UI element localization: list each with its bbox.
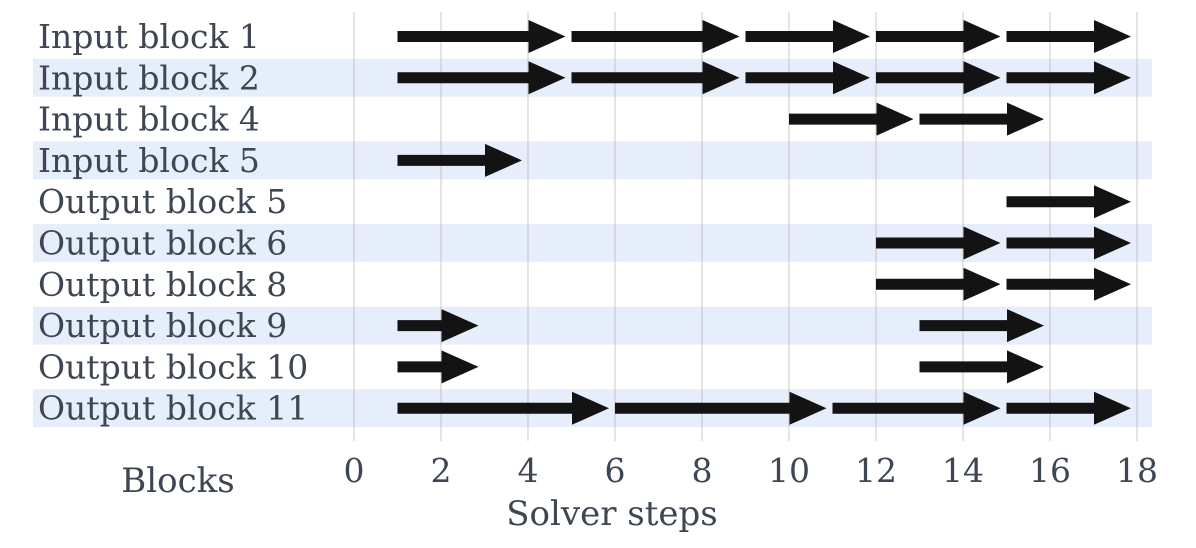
x-tick-label: 16 [1029,451,1071,490]
task-arrow [876,61,1001,95]
task-arrow [876,267,1001,301]
task-arrow [397,309,479,343]
task-arrow [571,61,740,95]
x-tick-label: 10 [768,451,810,490]
row-label: Output block 8 [38,265,287,304]
task-arrow [615,391,827,425]
task-arrow [1006,185,1131,219]
y-axis-label: Blocks [121,461,235,501]
x-tick-label: 18 [1116,451,1158,490]
task-arrow [1006,391,1131,425]
task-arrow [745,61,870,95]
task-arrow [1006,20,1131,53]
x-tick-label: 2 [431,451,452,490]
row-label: Output block 6 [38,224,287,263]
x-axis-label: Solver steps [506,494,718,534]
task-arrow [876,20,1001,53]
task-arrow [1006,267,1131,301]
task-arrow [1006,61,1131,95]
row-label: Output block 11 [38,389,308,428]
row-label: Input block 1 [38,17,260,56]
row-label: Output block 9 [38,306,287,345]
x-tick-label: 14 [942,451,984,490]
x-tick-label: 6 [605,451,626,490]
row-label: Input block 4 [38,100,260,139]
x-tick-label: 4 [518,451,539,490]
row-label: Output block 10 [38,347,308,386]
row-label: Input block 5 [38,141,260,180]
task-arrow [397,20,566,53]
row-label: Output block 5 [38,182,287,221]
x-tick-label: 8 [692,451,713,490]
task-arrow [876,226,1001,260]
task-arrow [571,20,740,53]
task-arrow [832,391,1001,425]
row-stripe [33,141,1152,180]
task-arrow [919,350,1044,384]
task-arrow [1006,226,1131,260]
x-tick-label: 12 [855,451,897,490]
task-arrow [919,309,1044,343]
task-arrow [397,143,522,177]
x-tick-label: 0 [344,451,365,490]
row-label: Input block 2 [38,58,260,97]
task-arrow [397,350,479,384]
task-arrow [789,102,914,136]
task-arrow [745,20,870,53]
task-arrow [919,102,1044,136]
task-arrow [397,391,609,425]
task-arrow [397,61,566,95]
